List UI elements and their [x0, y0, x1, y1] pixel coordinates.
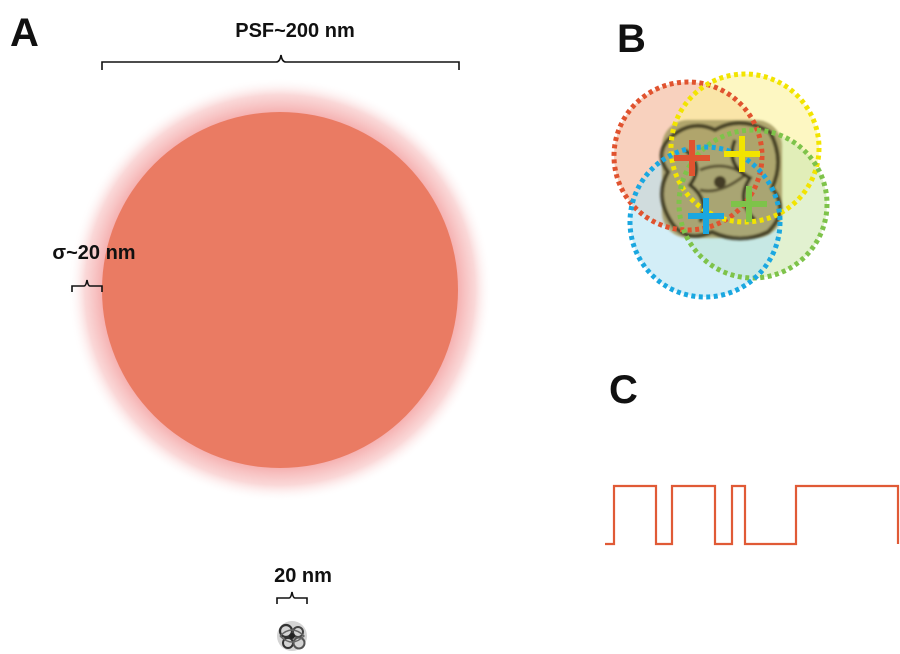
sigma-label: σ~20 nm: [52, 242, 135, 264]
panel-a: A PSF~200 nm σ~20 nm 20 nm: [10, 11, 492, 651]
green-localization-cross: [731, 186, 767, 222]
panel-b-letter: B: [617, 17, 646, 61]
yellow-localization-cross: [724, 136, 760, 172]
panel-c: C: [605, 368, 900, 546]
red-spot-outline: [611, 79, 765, 233]
blue-spot-outline: [627, 144, 783, 300]
psf-spot: [102, 112, 458, 468]
panel-c-letter: C: [609, 368, 638, 412]
panel-b: B: [611, 17, 830, 300]
sigma-bracket: [71, 279, 103, 292]
size-label: 20 nm: [274, 565, 332, 587]
panel-a-letter: A: [10, 11, 39, 55]
size-bracket: [276, 591, 308, 604]
protein-structure-icon: [277, 621, 307, 651]
red-localization-cross: [674, 140, 710, 176]
blue-localization-cross: [688, 198, 724, 234]
psf-label: PSF~200 nm: [235, 20, 355, 42]
blinking-trace: [605, 484, 900, 546]
psf-bracket: [101, 54, 460, 70]
yellow-spot-outline: [668, 71, 822, 225]
green-spot-outline: [676, 127, 830, 281]
